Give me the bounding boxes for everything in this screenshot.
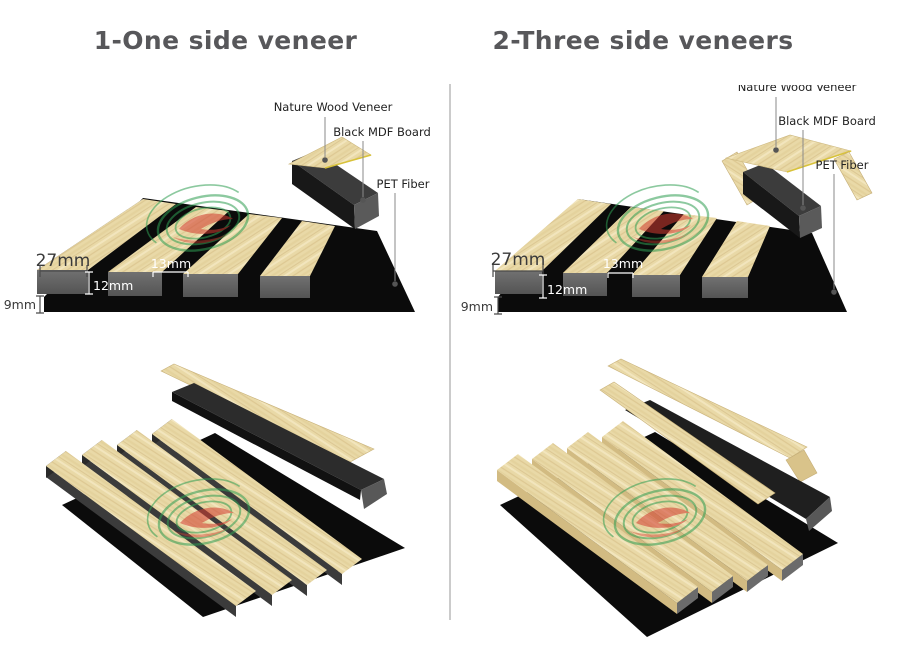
slat-top-face — [37, 199, 176, 270]
slat-top-face — [46, 451, 256, 606]
slat-front-face — [632, 275, 680, 297]
dim-base-thickness: 9mm — [461, 299, 493, 314]
mdf-bar-end — [361, 479, 387, 509]
slat-side-face-veneered — [497, 470, 677, 614]
dim-bracket — [85, 271, 93, 295]
mdf-bar-side — [172, 392, 361, 500]
label-nature-wood-veneer: Nature Wood Veneer — [738, 85, 857, 94]
leader-dot — [800, 205, 806, 211]
dim-bracket — [39, 265, 88, 277]
label-nature-wood-veneer: Nature Wood Veneer — [274, 100, 393, 114]
dim-slat-height: 12mm — [93, 278, 133, 293]
veneer-strip — [599, 381, 776, 505]
dimensions: 27mm 13mm 12mm 9mm — [4, 251, 191, 314]
slat-front-face — [563, 273, 607, 296]
veneer-strip-folded-tip — [785, 449, 818, 483]
label-black-mdf-board: Black MDF Board — [333, 125, 431, 139]
dim-bracket — [607, 272, 634, 278]
leader-dot — [360, 197, 366, 203]
slat-top-face — [702, 221, 770, 277]
dim-slat-width: 27mm — [36, 251, 91, 271]
callouts: Nature Wood Veneer Black MDF Board PET F… — [274, 100, 431, 287]
slat-top-face — [532, 443, 733, 592]
dim-bracket — [494, 296, 502, 315]
mdf-block-front — [743, 172, 800, 238]
slat-top-face — [260, 221, 335, 276]
mdf-block-end — [799, 206, 822, 238]
slat-end-cap — [747, 565, 768, 592]
slat-top-face — [497, 454, 698, 603]
exploded-slat — [287, 136, 379, 229]
dim-bracket — [36, 295, 44, 314]
one-side-veneer-exploded-render — [46, 363, 405, 617]
slat-top-face — [495, 199, 611, 271]
vertical-divider — [449, 84, 451, 620]
dim-bracket — [152, 271, 189, 277]
wood-slats — [495, 199, 770, 298]
dim-bracket — [539, 274, 547, 299]
three-side-veneer-labeled-diagram: PVC/Engineered Wood Veneer Nature Wood V… — [461, 85, 876, 315]
veneer-strip — [607, 358, 808, 459]
mdf-bar-top — [172, 383, 384, 490]
dim-slat-width: 27mm — [491, 250, 546, 270]
mdf-block-top — [743, 163, 821, 216]
slat-end-cap — [712, 576, 733, 603]
slat-top-face — [602, 421, 803, 570]
veneer-sheet — [287, 136, 372, 169]
slat-front-face — [702, 277, 748, 298]
slat-front-face — [37, 270, 88, 294]
mdf-block-front — [292, 161, 355, 229]
slat-side-face — [46, 466, 236, 617]
slat-end-cap — [677, 587, 698, 614]
label-pet-fiber: PET Fiber — [377, 177, 430, 191]
right-section-title: 2-Three side veneers — [492, 26, 794, 55]
wood-slats — [37, 199, 335, 298]
mdf-bar-end — [806, 497, 832, 531]
slat-front-face — [495, 271, 542, 294]
three-side-veneer-exploded-render — [497, 358, 838, 637]
slat-top-face — [152, 419, 362, 574]
dim-base-thickness: 9mm — [4, 297, 36, 312]
leader-dot — [392, 281, 398, 287]
dim-slat-gap: 13mm — [603, 256, 643, 271]
callouts: PVC/Engineered Wood Veneer Nature Wood V… — [738, 85, 876, 295]
slat-top-face — [632, 214, 717, 275]
left-section-title: 1-One side veneer — [93, 26, 358, 55]
label-black-mdf-board: Black MDF Board — [778, 114, 876, 128]
exploded-slat — [721, 134, 873, 238]
dim-slat-gap: 13mm — [151, 256, 191, 271]
leader-dot — [831, 289, 837, 295]
dim-slat-height: 12mm — [547, 282, 587, 297]
wood-slats — [46, 419, 362, 617]
leader-dot — [322, 157, 328, 163]
slat-end-cap — [782, 554, 803, 581]
slat-top-face — [567, 432, 768, 581]
veneer-glue-edge — [786, 150, 852, 173]
slat-top-face — [117, 430, 327, 585]
slat-top-face — [183, 214, 282, 274]
one-side-veneer-labeled-diagram: Nature Wood Veneer Black MDF Board PET F… — [4, 100, 431, 314]
slat-front-face — [108, 272, 162, 296]
slat-front-face — [260, 276, 310, 298]
dimensions: 27mm 13mm 12mm 9mm — [461, 250, 643, 315]
mdf-block-end — [354, 193, 379, 229]
mdf-bar — [172, 383, 387, 509]
leader-dot — [773, 147, 779, 153]
slat-front-face — [183, 274, 238, 297]
label-pet-fiber: PET Fiber — [816, 158, 869, 172]
veneer-strip-right — [833, 151, 873, 201]
